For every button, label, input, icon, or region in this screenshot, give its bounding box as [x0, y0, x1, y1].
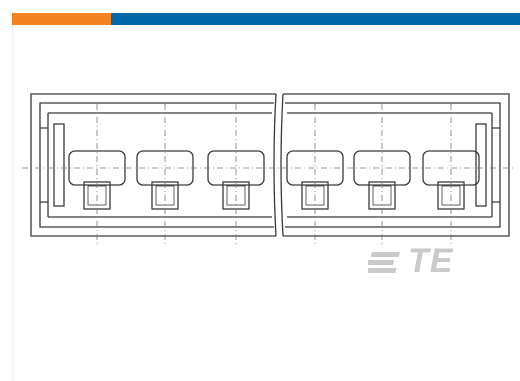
center-lines [22, 104, 516, 244]
housing-right-inner [285, 102, 501, 228]
header-accent-bar [12, 13, 520, 25]
housing-left-inner [39, 102, 274, 228]
latch-left [40, 113, 49, 217]
header-accent-blue [111, 13, 520, 25]
te-connectivity-logo-icon: TE [363, 242, 486, 280]
logo-stripe [363, 260, 395, 265]
latch-left-slot [53, 123, 65, 207]
logo-stripe [367, 268, 397, 273]
left-divider [12, 25, 13, 381]
logo-stripes [363, 252, 400, 273]
header-accent-orange [12, 13, 111, 25]
logo-text: TE [408, 242, 454, 278]
housing-left-outer [30, 93, 276, 237]
logo-stripe [370, 252, 400, 257]
housing-outline [30, 93, 510, 237]
break-line-right [280, 93, 284, 237]
housing-right-outer [283, 93, 510, 237]
latch-right-slot [475, 123, 487, 207]
break-line-left [273, 93, 277, 237]
latch-right [491, 113, 500, 217]
